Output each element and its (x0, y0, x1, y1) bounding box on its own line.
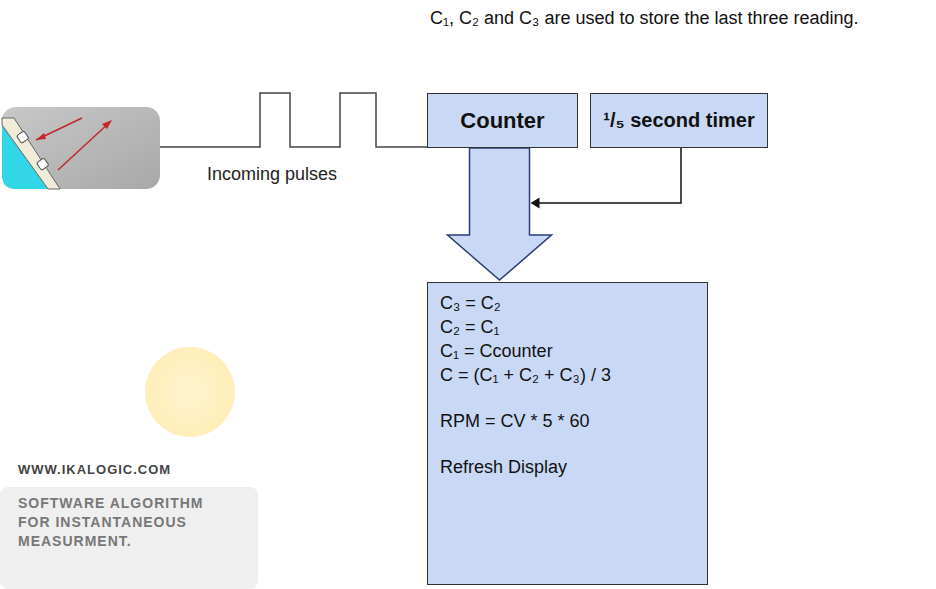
code-line: Refresh Display (440, 457, 695, 477)
code-line: C₁ = Ccounter (440, 341, 695, 361)
caption-note: C₁, C₂ and C₃ are used to store the last… (430, 8, 859, 29)
watermark-text: SOFTWARE ALGORITHM FOR INSTANTANEOUS MEA… (18, 494, 218, 551)
timer-box: ¹/₅ second timer (590, 93, 768, 148)
code-line: C = (C₁ + C₂ + C₃) / 3 (440, 365, 695, 385)
code-line: C₃ = C₂ (440, 293, 695, 313)
watermark-sun (145, 347, 235, 437)
code-line: RPM = CV * 5 * 60 (440, 411, 695, 431)
watermark-url: WWW.IKALOGIC.COM (18, 462, 171, 477)
signal-label: Incoming pulses (207, 164, 337, 185)
sensor-illustration (2, 107, 160, 189)
pulse-waveform (160, 93, 427, 147)
code-line: C₂ = C₁ (440, 317, 695, 337)
counter-box: Counter (427, 93, 578, 148)
connector (531, 148, 682, 208)
code-box: C₃ = C₂ C₂ = C₁ C₁ = Ccounter C = (C₁ + C₂ … (427, 282, 708, 585)
box-title: ¹/₅ second timer (603, 109, 754, 132)
watermark-panel (0, 487, 258, 589)
connector (448, 148, 552, 280)
box-title: Counter (460, 108, 544, 134)
